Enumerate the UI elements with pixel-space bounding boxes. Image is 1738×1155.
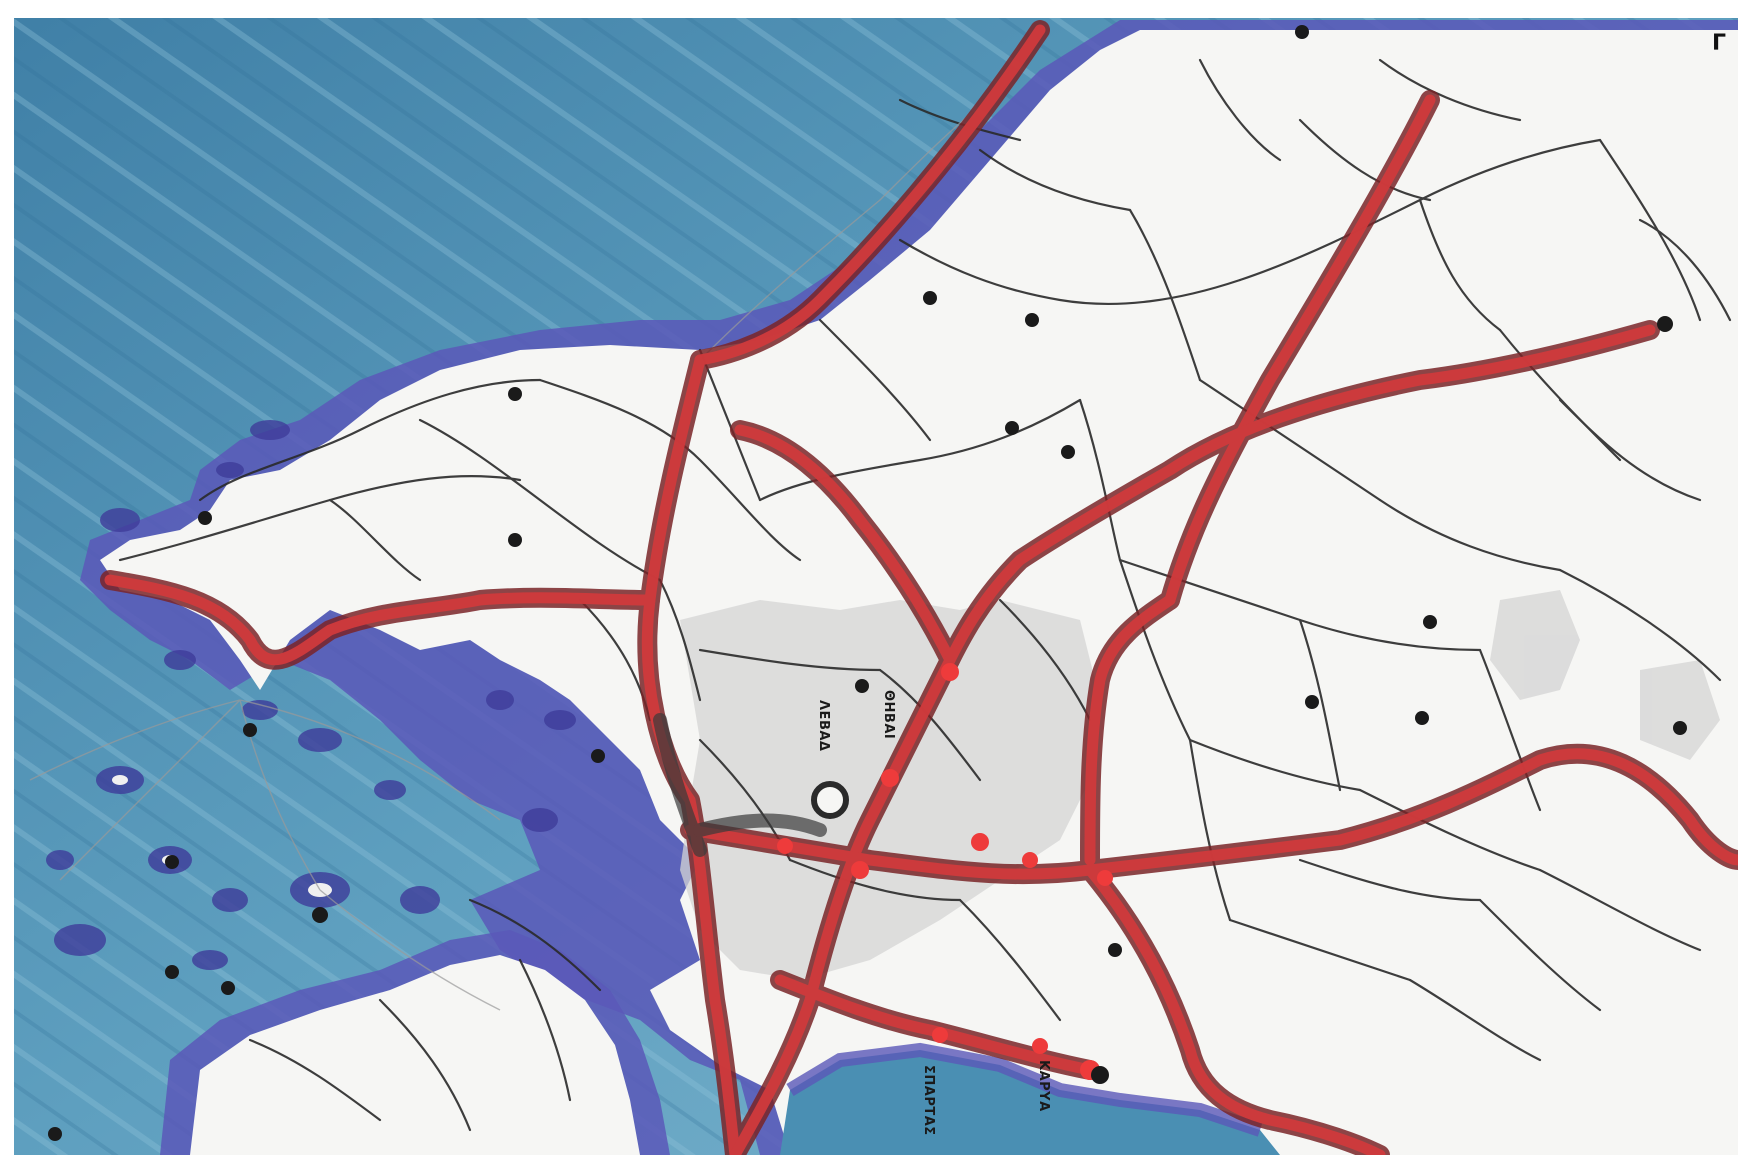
city-dot-icon [198, 511, 212, 525]
place-label: ΚΑΡΥΑ [1036, 1060, 1051, 1112]
city-dot-icon [1061, 445, 1075, 459]
city-dot-icon [1423, 615, 1437, 629]
gulf-south-band [786, 1042, 1263, 1137]
city-dot-icon [1025, 313, 1039, 327]
city-dot-icon [48, 1127, 62, 1141]
node-red-icon [1097, 870, 1113, 886]
city-dot-icon [508, 387, 522, 401]
city-dot-icon [165, 855, 179, 869]
city-dot-icon [1108, 943, 1122, 957]
city-dot-icon [243, 723, 257, 737]
city-dot-icon [1005, 421, 1019, 435]
city-dot-icon [923, 291, 937, 305]
city-dot-icon [312, 907, 328, 923]
city-dot-icon [1657, 316, 1673, 332]
corner-mark: Γ [1712, 31, 1726, 56]
corridor-nodes [777, 663, 1113, 1080]
land-south [190, 955, 640, 1155]
node-red-icon [881, 769, 899, 787]
ring-road [811, 781, 849, 819]
city-dot-icon [1305, 695, 1319, 709]
city-dot-icon [1415, 711, 1429, 725]
city-dot-icon [591, 749, 605, 763]
place-label: ΣΠΑΡΤΑΣ [921, 1065, 936, 1136]
node-red-icon [777, 838, 793, 854]
node-red-icon [932, 1027, 948, 1043]
city-dot-icon [508, 533, 522, 547]
gulf-south [780, 1050, 1280, 1155]
node-red-icon [1022, 852, 1038, 868]
city-dot-icon [165, 965, 179, 979]
city-dot-icon [1673, 721, 1687, 735]
city-dot-icon [1295, 25, 1309, 39]
node-red-icon [1032, 1038, 1048, 1054]
node-red-icon [971, 833, 989, 851]
paper-left-margin [0, 0, 14, 1155]
city-dot-icon [221, 981, 235, 995]
place-label: ΘΗΒΑΙ [881, 690, 896, 739]
city-dots [48, 25, 1687, 1141]
paper-top-margin [0, 0, 1738, 18]
node-red-icon [941, 663, 959, 681]
city-dot-icon [1091, 1066, 1109, 1084]
main-corridors [100, 20, 1738, 1155]
city-dot-icon [855, 679, 869, 693]
place-label: ΛΕΒΑΔ [816, 700, 831, 751]
islands [46, 420, 576, 970]
node-red-icon [851, 861, 869, 879]
